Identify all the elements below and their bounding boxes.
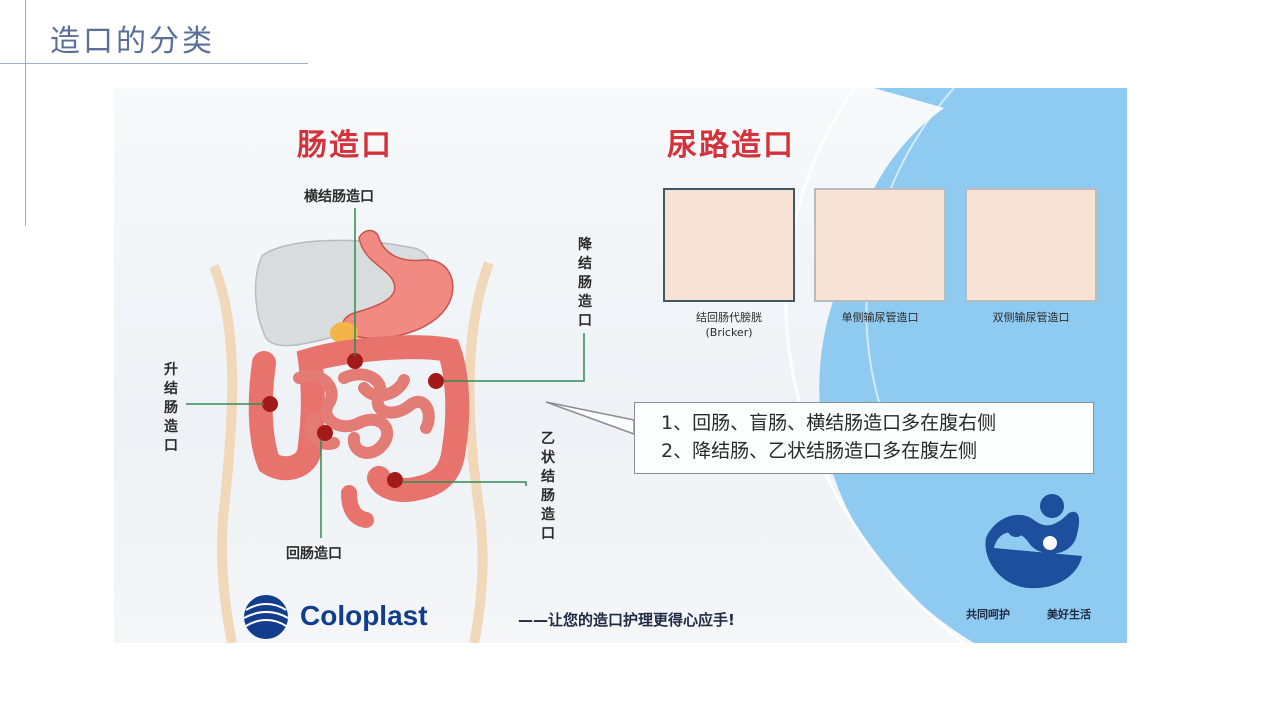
rectum bbox=[341, 485, 374, 528]
label-descending-colostomy: 降结肠造口 bbox=[578, 237, 592, 329]
small-intestine bbox=[293, 368, 435, 459]
family-care-logo-icon bbox=[985, 494, 1082, 589]
stoma-location-note: 1、回肠、盲肠、横结肠造口多在腹右侧 2、降结肠、乙状结肠造口多在腹左侧 bbox=[634, 402, 1094, 474]
label-sigmoid-colostomy: 乙状结肠造口 bbox=[541, 431, 555, 542]
urinary-type-1-caption: 结回肠代膀胱 (Bricker) bbox=[696, 311, 762, 339]
stoma-ascending-marker bbox=[262, 396, 278, 412]
figure-artwork bbox=[186, 88, 1127, 643]
colon bbox=[248, 335, 470, 502]
pointer-lines bbox=[186, 208, 585, 538]
stoma-figure: 肠造口 尿路造口 横结肠造口 降结肠造口 升结肠造口 乙状结肠造口 回肠造口 结… bbox=[114, 88, 1127, 643]
coloplast-logo-icon bbox=[244, 595, 288, 639]
stomach bbox=[342, 229, 454, 339]
title-accent-line bbox=[25, 0, 26, 226]
note-pointer bbox=[545, 401, 635, 436]
stoma-descending-marker bbox=[428, 373, 444, 389]
slogan: ——让您的造口护理更得心应手! bbox=[518, 611, 735, 629]
urinary-type-3-box bbox=[965, 188, 1097, 302]
note-line-1: 1、回肠、盲肠、横结肠造口多在腹右侧 bbox=[661, 412, 997, 434]
label-ascending-colostomy: 升结肠造口 bbox=[164, 362, 178, 454]
care-text-right: 美好生活 bbox=[1047, 608, 1091, 621]
title-underline bbox=[0, 63, 308, 64]
slide-title: 造口的分类 bbox=[50, 24, 215, 59]
care-text-left: 共同呵护 bbox=[966, 608, 1010, 621]
gallbladder bbox=[330, 322, 358, 344]
stoma-sigmoid-marker bbox=[387, 472, 403, 488]
label-transverse-colostomy: 横结肠造口 bbox=[304, 189, 374, 205]
urinary-type-3-caption: 双侧输尿管造口 bbox=[992, 311, 1070, 324]
body-outline-left bbox=[209, 264, 238, 643]
note-line-2: 2、降结肠、乙状结肠造口多在腹左侧 bbox=[661, 440, 978, 462]
body-outline-right bbox=[464, 261, 494, 643]
stoma-ileum-marker bbox=[317, 425, 333, 441]
stoma-transverse-marker bbox=[347, 353, 363, 369]
urinary-type-1-box bbox=[663, 188, 795, 302]
urinary-type-2-box bbox=[814, 188, 946, 302]
bowel-stoma-heading: 肠造口 bbox=[297, 128, 393, 163]
brand-name: Coloplast bbox=[300, 600, 428, 631]
urinary-type-2-caption: 单侧输尿管造口 bbox=[841, 311, 919, 324]
label-ileostomy: 回肠造口 bbox=[286, 546, 342, 562]
urinary-stoma-heading: 尿路造口 bbox=[667, 128, 795, 163]
